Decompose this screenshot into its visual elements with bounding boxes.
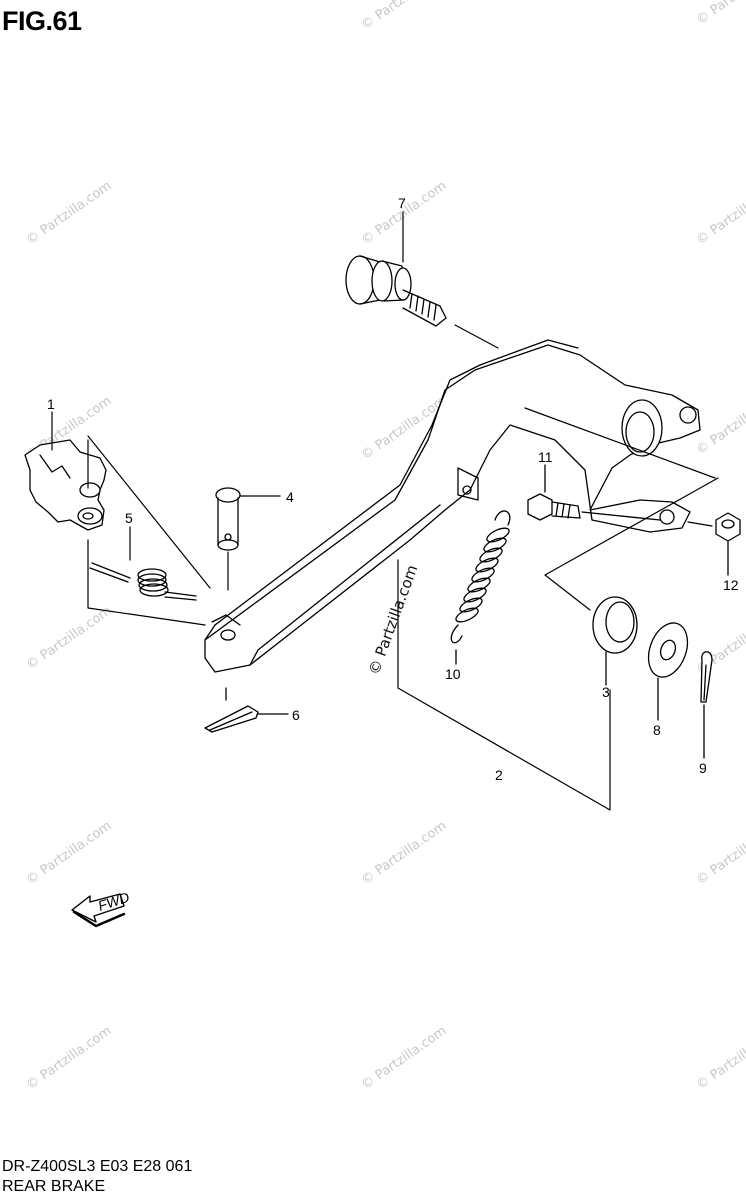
return-spring-part-10 (450, 510, 511, 665)
watermark: © Partzilla.com (359, 178, 450, 248)
stopper-part-1 (24, 439, 107, 531)
callout-7: 7 (398, 195, 406, 211)
watermark: © Partzilla.com (359, 1023, 450, 1093)
callout-labels: 1 2 3 4 5 6 7 8 9 10 11 12 (47, 195, 739, 783)
watermark: © Partzilla.com (694, 178, 746, 248)
watermark: © Partzilla.com (694, 818, 746, 888)
nut-part-12 (687, 512, 741, 576)
watermark: © Partzilla.com (694, 388, 746, 458)
callout-10: 10 (445, 666, 461, 682)
callout-3: 3 (602, 684, 610, 700)
watermark: © Partzilla.com (359, 0, 450, 33)
callout-8: 8 (653, 722, 661, 738)
bolt-part-11 (527, 464, 661, 521)
washer-part-8 (647, 622, 689, 721)
callout-9: 9 (699, 760, 707, 776)
callout-4: 4 (286, 489, 294, 505)
callout-12: 12 (723, 577, 739, 593)
watermark: © Partzilla.com (694, 1023, 746, 1093)
watermark: © Partzilla.com (24, 603, 115, 673)
section-name: REAR BRAKE (2, 1178, 106, 1195)
watermark: © Partzilla.com (359, 818, 450, 888)
leader-lines (51, 211, 719, 811)
callout-2: 2 (495, 767, 503, 783)
watermark: © Partzilla.com (365, 562, 422, 677)
callout-6: 6 (292, 707, 300, 723)
figure-title: FIG.61 (2, 6, 82, 36)
callout-1: 1 (47, 396, 55, 412)
callout-11: 11 (538, 449, 553, 465)
cotter-pin-part-6 (204, 687, 289, 733)
watermark: © Partzilla.com (24, 818, 115, 888)
watermark: © Partzilla.com (694, 0, 746, 28)
watermark: © Partzilla.com (24, 1023, 115, 1093)
pivot-bolt-part-7 (345, 255, 499, 349)
fwd-arrow-icon (71, 893, 126, 928)
seal-part-3 (592, 596, 638, 686)
spring-part-5 (89, 562, 197, 601)
callout-5: 5 (125, 510, 133, 526)
clevis-pin-part-4 (215, 487, 281, 551)
model-code: DR-Z400SL3 E03 E28 061 (2, 1158, 193, 1175)
watermark: © Partzilla.com (24, 178, 115, 248)
cotter-pin-part-9 (700, 651, 713, 759)
